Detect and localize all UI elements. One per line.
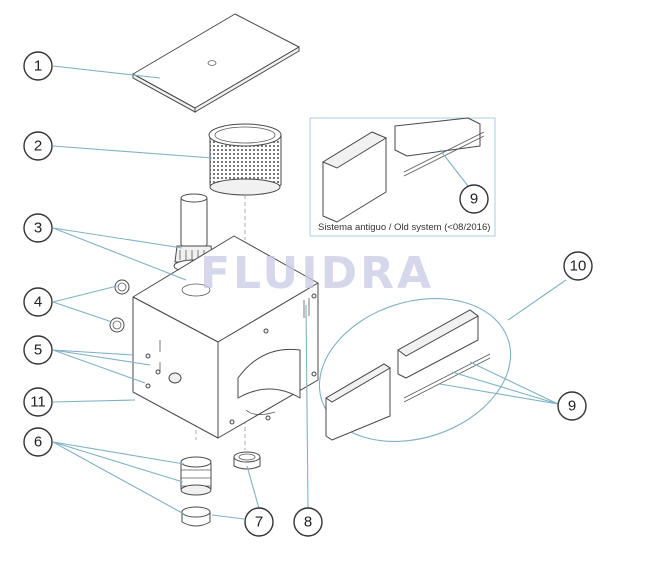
callout-6: 6 <box>23 427 53 457</box>
callout-3: 3 <box>23 213 53 243</box>
side-plugs <box>109 279 130 333</box>
svg-text:9: 9 <box>568 398 576 415</box>
svg-text:10: 10 <box>570 258 587 275</box>
svg-text:11: 11 <box>30 394 46 411</box>
callout-7: 7 <box>244 507 274 537</box>
skimmer-body <box>132 235 319 439</box>
callout-11: 11 <box>23 387 53 417</box>
svg-text:7: 7 <box>255 514 263 531</box>
callout-9-group: 9 <box>557 391 587 421</box>
callout-4: 4 <box>23 287 53 317</box>
watermark: FLUIDRA <box>200 248 434 299</box>
callout-8: 8 <box>293 507 323 537</box>
svg-text:5: 5 <box>34 342 42 359</box>
svg-text:6: 6 <box>34 434 42 451</box>
old-system-inset: Sistema antiguo / Old system (<08/2016) <box>309 117 496 237</box>
svg-text:2: 2 <box>34 138 42 155</box>
callout-2: 2 <box>23 131 53 161</box>
svg-text:3: 3 <box>34 220 42 237</box>
svg-text:9: 9 <box>470 191 478 208</box>
callout-10: 10 <box>563 251 593 281</box>
cover-lid <box>132 13 300 113</box>
new-system-group <box>318 298 512 442</box>
svg-text:4: 4 <box>34 294 42 311</box>
inset-caption: Sistema antiguo / Old system (<08/2016) <box>318 222 490 233</box>
outlet-fittings <box>180 451 261 527</box>
callout-1: 1 <box>23 51 53 81</box>
svg-text:8: 8 <box>304 514 312 531</box>
leader-lines <box>52 65 567 520</box>
svg-text:1: 1 <box>34 58 42 75</box>
callout-5: 5 <box>23 335 53 365</box>
callout-9-inset: 9 <box>459 184 489 214</box>
skimmer-basket <box>208 123 282 196</box>
